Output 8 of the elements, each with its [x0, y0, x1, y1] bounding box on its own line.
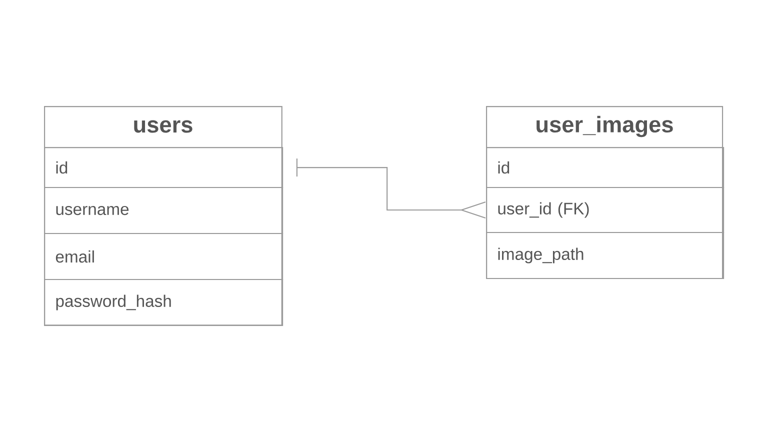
table-row: id — [44, 147, 284, 188]
table-row: image_path — [486, 232, 724, 280]
relationship-line — [296, 158, 486, 219]
table-row: user_id (FK) — [486, 187, 724, 234]
table-row: password_hash — [44, 279, 284, 326]
table-row: email — [44, 233, 284, 280]
table-row: username — [44, 187, 284, 234]
table-row: id — [486, 147, 724, 188]
